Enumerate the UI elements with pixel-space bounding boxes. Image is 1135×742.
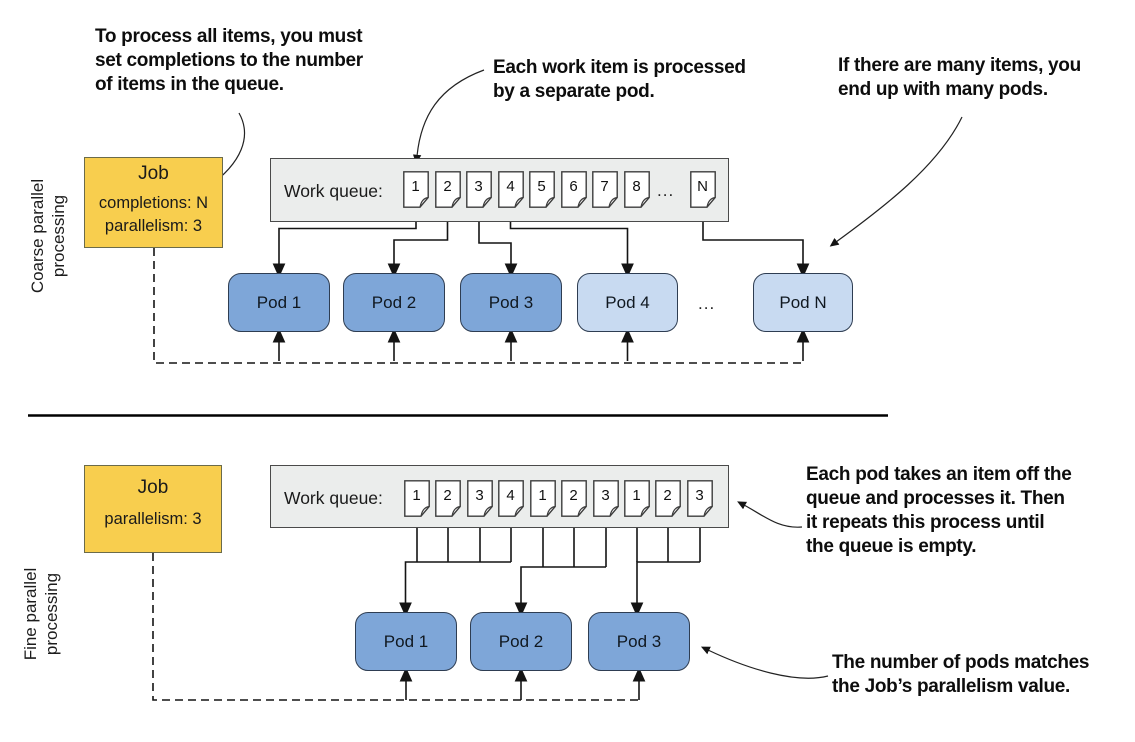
pod-label: Pod 3 xyxy=(616,631,662,651)
side-label-line: processing xyxy=(42,572,61,656)
queue-ellipsis: ... xyxy=(657,181,675,200)
work-item-icon: 2 xyxy=(435,480,461,517)
work-item-icon: 1 xyxy=(624,480,650,517)
coarse-pod-n: Pod N xyxy=(753,273,853,332)
work-item-icon: 3 xyxy=(466,171,492,208)
pod-label: Pod 2 xyxy=(371,292,417,312)
work-item-icon: 4 xyxy=(498,480,524,517)
work-item-number: 2 xyxy=(443,178,451,195)
work-item-number: 8 xyxy=(632,178,640,195)
work-item-icon: 6 xyxy=(560,171,587,208)
job-completions-field: completions: N xyxy=(98,194,209,212)
work-item-number: 4 xyxy=(506,178,514,195)
callout-line: To process all items, you must xyxy=(95,26,363,47)
callout-line: The number of pods matches xyxy=(832,652,1090,673)
fine-pod-3: Pod 3 xyxy=(588,612,690,671)
work-item-number: 1 xyxy=(632,487,640,504)
callout-line: queue and processes it. Then xyxy=(806,488,1065,509)
work-item-number: 2 xyxy=(569,487,577,504)
work-item-icon: 2 xyxy=(655,480,681,517)
work-item-icon: 3 xyxy=(687,480,713,517)
job-parallelism-field: parallelism: 3 xyxy=(104,510,202,528)
work-item-number: 3 xyxy=(475,487,483,504)
fine-pod-1: Pod 1 xyxy=(355,612,457,671)
work-item-icon: 1 xyxy=(404,480,430,517)
coarse-pod-4: Pod 4 xyxy=(577,273,678,332)
callout-line: the queue is empty. xyxy=(806,536,977,557)
side-label-line: Coarse parallel xyxy=(28,178,47,294)
callout-many-pods: If there are many items, you end up with… xyxy=(838,54,1081,102)
pod-label: Pod 3 xyxy=(488,292,534,312)
work-item-number: 1 xyxy=(412,487,420,504)
work-item-icon: 2 xyxy=(561,480,587,517)
work-item-icon: 7 xyxy=(592,171,618,208)
work-item-icon: N xyxy=(690,171,716,208)
work-item-number: 1 xyxy=(411,178,419,195)
work-item-icon: 1 xyxy=(403,171,429,208)
callout-completions: To process all items, you must set compl… xyxy=(95,25,363,97)
work-queue-label: Work queue: xyxy=(284,488,383,508)
callout-line: Each pod takes an item off the xyxy=(806,464,1072,485)
pod-label: Pod 4 xyxy=(605,292,650,312)
work-item-number: 3 xyxy=(601,487,609,504)
callout-line: the Job’s parallelism value. xyxy=(832,676,1070,697)
callout-takes-item: Each pod takes an item off the queue and… xyxy=(806,463,1072,559)
callout-pod-count: The number of pods matches the Job’s par… xyxy=(832,651,1089,699)
pods-ellipsis: ... xyxy=(698,294,716,313)
coarse-pod-2: Pod 2 xyxy=(343,273,445,332)
pod-label: Pod N xyxy=(779,292,827,312)
coarse-pod-3: Pod 3 xyxy=(460,273,562,332)
coarse-section-label: Coarse parallel processing xyxy=(27,179,69,293)
work-item-icon: 1 xyxy=(530,480,556,517)
callout-line: Each work item is processed xyxy=(493,57,746,78)
callout-line: end up with many pods. xyxy=(838,79,1048,100)
job-title: Job xyxy=(138,163,169,184)
work-queue-label: Work queue: xyxy=(284,181,383,201)
work-item-icon: 3 xyxy=(593,480,619,517)
side-label-line: processing xyxy=(49,194,68,278)
work-item-number: N xyxy=(697,178,708,195)
work-item-icon: 2 xyxy=(434,171,461,208)
work-item-number: 2 xyxy=(443,487,451,504)
work-item-number: 1 xyxy=(538,487,546,504)
coarse-job-box: Job completions: N parallelism: 3 xyxy=(84,157,223,248)
callout-line: it repeats this process until xyxy=(806,512,1045,533)
work-item-number: 7 xyxy=(600,178,608,195)
fine-queue-to-pod-connectors xyxy=(399,516,701,617)
work-item-number: 3 xyxy=(695,487,703,504)
pod-label: Pod 1 xyxy=(383,631,429,651)
callout-line: If there are many items, you xyxy=(838,55,1081,76)
fine-job-box: Job parallelism: 3 xyxy=(84,465,222,553)
job-title: Job xyxy=(137,477,169,498)
work-item-icon: 8 xyxy=(623,171,650,208)
coarse-pod-1: Pod 1 xyxy=(228,273,330,332)
job-parallelism-field: parallelism: 3 xyxy=(104,217,203,235)
fine-section-label: Fine parallel processing xyxy=(20,568,62,661)
side-label-line: Fine parallel xyxy=(21,567,40,661)
callout-separate-pod: Each work item is processed by a separat… xyxy=(493,56,746,104)
pod-label: Pod 2 xyxy=(498,631,544,651)
callout-line: set completions to the number xyxy=(95,50,363,71)
work-item-number: 2 xyxy=(663,487,671,504)
pod-label: Pod 1 xyxy=(256,292,302,312)
work-item-number: 5 xyxy=(537,178,545,195)
coarse-job-to-pods-dashed-link xyxy=(153,248,810,364)
fine-pod-2: Pod 2 xyxy=(470,612,572,671)
work-item-number: 4 xyxy=(506,487,514,504)
fine-job-to-pods-dashed-link xyxy=(152,553,646,701)
callout-line: of items in the queue. xyxy=(95,74,284,95)
work-item-number: 3 xyxy=(474,178,482,195)
work-item-icon: 5 xyxy=(529,171,555,208)
work-item-icon: 3 xyxy=(467,480,493,517)
callout-line: by a separate pod. xyxy=(493,81,655,102)
work-item-icon: 4 xyxy=(497,171,524,208)
work-item-number: 6 xyxy=(569,178,577,195)
